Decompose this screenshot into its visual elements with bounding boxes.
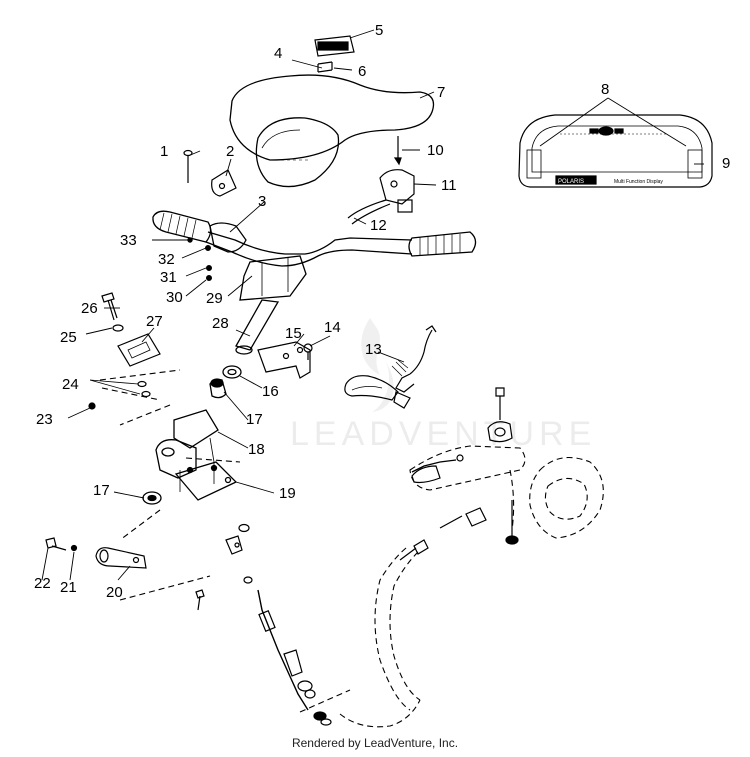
cable-hardware: [195, 523, 332, 726]
callout-6: 6: [358, 63, 366, 80]
callout-33: 33: [120, 232, 137, 249]
callout-11: 11: [441, 177, 457, 194]
lower-bushing: [142, 491, 162, 505]
callout-24: 24: [62, 376, 79, 393]
callout-25: 25: [60, 329, 77, 346]
callout-29: 29: [206, 290, 223, 307]
callout-4: 4: [274, 45, 282, 62]
callout-23: 23: [36, 411, 53, 428]
hull-outline: [99, 369, 604, 728]
callout-10: 10: [427, 142, 444, 159]
callout-17-lower: 17: [93, 482, 110, 499]
callout-19: 19: [279, 485, 296, 502]
cluster-brand: POLARIS: [558, 179, 584, 185]
steering-post: [235, 299, 280, 355]
callout-7: 7: [437, 84, 445, 101]
callout-2: 2: [226, 143, 234, 160]
cluster-caption: Multi Function Display: [614, 179, 663, 185]
callout-20: 20: [106, 584, 123, 601]
callout-22: 22: [34, 575, 51, 592]
callout-13: 13: [365, 341, 382, 358]
watermark-text: LEADVENTURE: [290, 415, 596, 453]
callout-28: 28: [212, 315, 229, 332]
lanyard: [344, 325, 437, 409]
callout-12: 12: [370, 217, 387, 234]
callout-5: 5: [375, 22, 383, 39]
callout-8: 8: [601, 81, 609, 98]
bushings: [209, 365, 242, 399]
callout-1: 1: [160, 143, 168, 160]
rivet-and-clip: [183, 149, 237, 197]
handlebar-pod: [229, 74, 435, 188]
callout-3: 3: [258, 193, 266, 210]
callout-18: 18: [248, 441, 265, 458]
callout-27: 27: [146, 313, 163, 330]
steering-bracket: [155, 409, 238, 501]
kill-switch: [314, 35, 355, 73]
steering-arm: [45, 537, 147, 569]
instrument-cluster: POLARIS Multi Function Display: [518, 114, 713, 188]
throttle-control: [347, 136, 415, 225]
callout-26: 26: [81, 300, 98, 317]
callout-17: 17: [246, 411, 263, 428]
callout-31: 31: [160, 269, 177, 286]
watermark: LEADVENTURE: [290, 318, 596, 453]
callout-9: 9: [722, 155, 730, 172]
footer-credit: Rendered by LeadVenture, Inc.: [291, 736, 459, 750]
leader-lines: [41, 29, 704, 581]
callout-32: 32: [158, 251, 175, 268]
callout-14: 14: [324, 319, 341, 336]
callout-21: 21: [60, 579, 77, 596]
callout-16: 16: [262, 383, 279, 400]
rear-linkage: [399, 387, 519, 561]
callout-15: 15: [285, 325, 302, 342]
support-bracket: [257, 341, 313, 379]
lower-left-parts: [88, 292, 161, 410]
callouts: 1 2 3 4 5 6 7 8 9 10 11 12 13 14 15 16 1…: [34, 22, 730, 601]
callout-30: 30: [166, 289, 183, 306]
handlebar: [152, 210, 477, 301]
